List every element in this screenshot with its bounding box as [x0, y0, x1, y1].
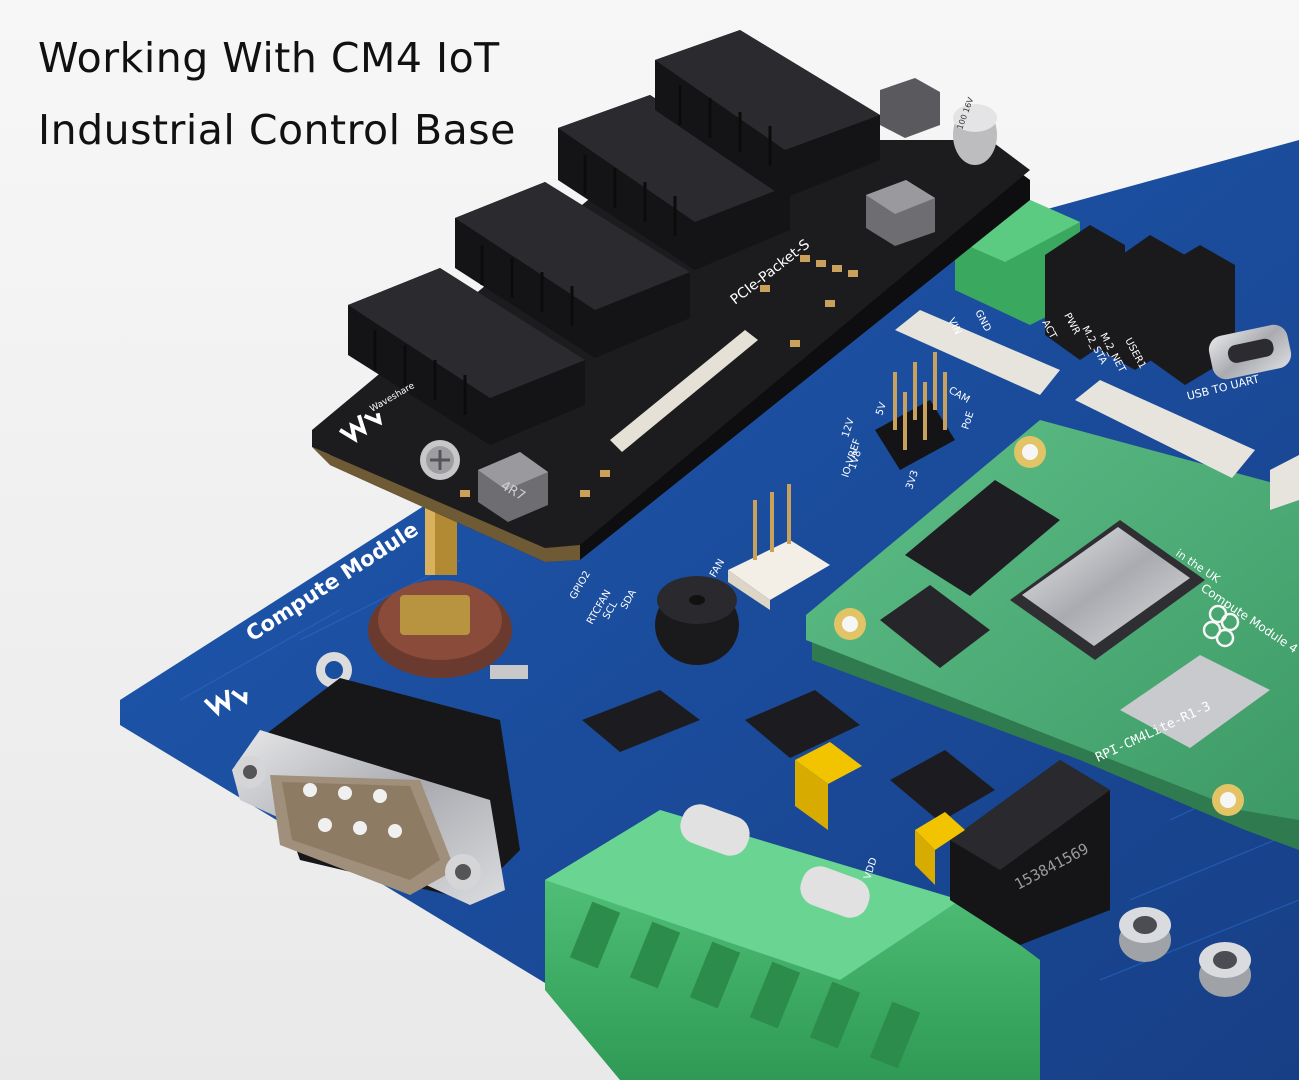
pcie-slot — [348, 268, 585, 445]
headline-line1: Working With CM4 IoT — [38, 34, 500, 82]
pcie-slot — [558, 95, 790, 270]
terminal-block — [545, 810, 1040, 1080]
cm4-module: RPI-CM4Lite-R1-3 Compute Module 4 in the… — [806, 420, 1299, 850]
capacitor-icon: 100 16V — [953, 96, 997, 165]
svg-text:PoE: PoE — [960, 410, 976, 431]
pcie-slot — [655, 30, 880, 198]
svg-text:5V: 5V — [874, 401, 889, 417]
fpc-connectors — [895, 310, 1299, 510]
waveshare-logo-icon — [203, 689, 248, 717]
headline-line2: Industrial Control Base — [38, 106, 516, 154]
battery-holder-icon — [368, 580, 528, 679]
buzzer-icon — [655, 576, 739, 665]
gas-discharge-tube — [680, 804, 870, 918]
waveshare-logo-icon — [338, 412, 383, 444]
db9-serial-connector — [232, 678, 520, 905]
smd-components — [460, 255, 858, 497]
raspberry-logo-icon — [1202, 604, 1240, 648]
fan-connector — [728, 484, 830, 610]
inductor-icon: 4R7 — [478, 78, 940, 522]
isolation-transformer: 153841569 — [950, 760, 1110, 945]
ic-chips — [582, 690, 995, 822]
screw-icon — [420, 440, 460, 480]
jumper-yellow — [795, 742, 965, 885]
pcie-slot — [455, 182, 690, 358]
pin-header — [875, 352, 955, 470]
threaded-insert-icon — [1119, 907, 1251, 997]
pcie-adapter-board: 4R7 100 16V PCIe-Packet-S Waveshare — [312, 30, 1030, 562]
